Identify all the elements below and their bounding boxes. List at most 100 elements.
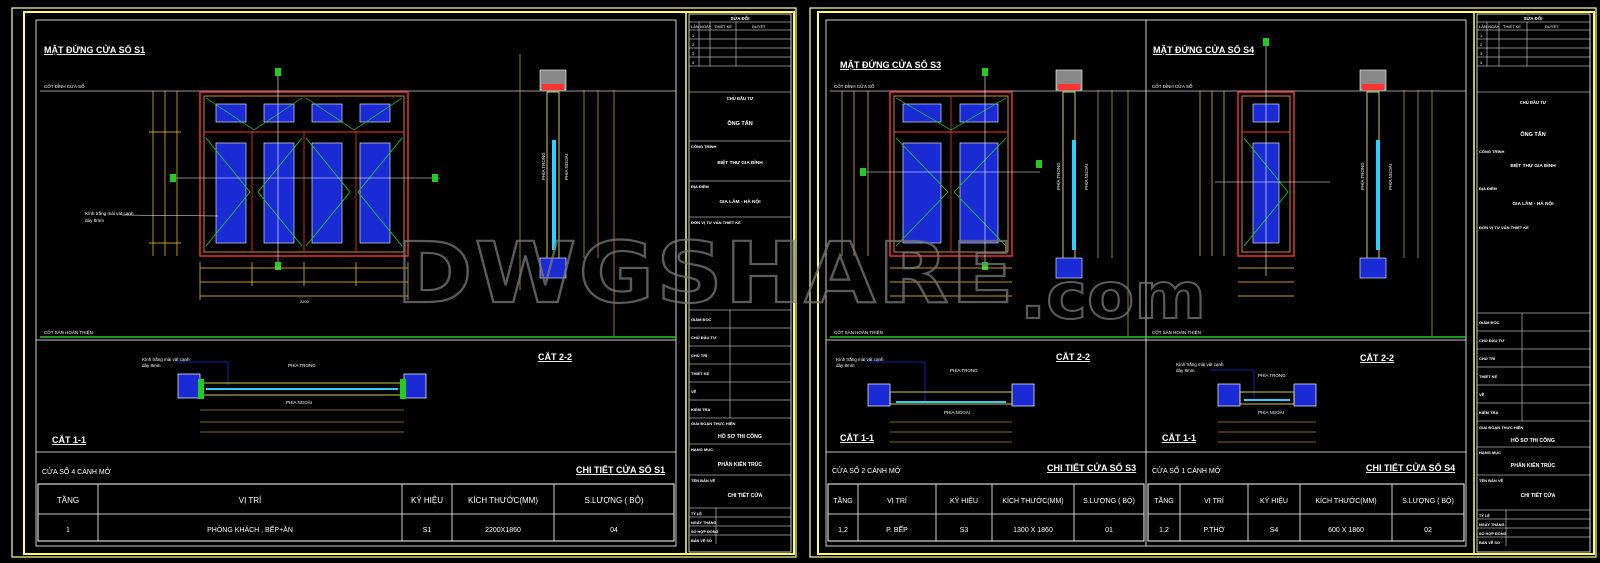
sheet1-hdr-location: VỊ TRÍ xyxy=(239,496,262,505)
sheet1-section22-title: CẮT 2-2 xyxy=(538,352,572,362)
tb1-revision: SỬA ĐỔI xyxy=(730,15,749,21)
tb2-phase: HỒ SƠ THI CÔNG xyxy=(1511,436,1555,444)
sheet1-section11-title: CẮT 1-1 xyxy=(52,435,86,445)
sheet2-s4-sec-inside: PHÍA TRONG xyxy=(1258,372,1286,378)
sheet1-sec-glass-note-2: dày 8mm xyxy=(142,363,161,368)
watermark-suffix: .com xyxy=(1020,260,1206,334)
tb2-rev-row-4: 4 xyxy=(1480,60,1483,65)
tb1-drawing-label: TÊN BẢN VẼ xyxy=(691,478,716,483)
sheet2-s3-row-symbol: S3 xyxy=(960,527,969,534)
sheet1-level-top: CỐT ĐỈNH CỬA SỔ xyxy=(44,83,85,89)
sheet2-s3-hdr-location: VỊ TRÍ xyxy=(887,496,907,505)
tb1-role-1: GIÁM ĐỐC xyxy=(691,317,712,322)
tb1-project-label: CÔNG TRÌNH xyxy=(691,144,716,149)
sheet2-level-floor-b: CỐT SÀN HOÀN THIỆN xyxy=(1152,328,1201,335)
tb1-location: GIA LÂM - HÀ NỘI xyxy=(719,197,761,205)
tb1-category: PHẦN KIẾN TRÚC xyxy=(718,461,763,468)
tb2-owner-label: CHỦ ĐẦU TƯ xyxy=(1520,100,1547,105)
sheet2-s3-row-floor: 1,2 xyxy=(838,527,848,534)
tb2-project-label: CÔNG TRÌNH xyxy=(1479,149,1504,154)
watermark: DWGSHARE .com xyxy=(395,223,1207,335)
tb2-meta-3: SỐ HỢP ĐỒNG xyxy=(1479,531,1506,536)
sheet2-s4-section22-title: CẮT 2-2 xyxy=(1360,353,1394,363)
tb1-category-label: HẠNG MỤC xyxy=(691,447,713,452)
sheet1-elev-title: MẶT ĐỨNG CỬA SỔ S1 xyxy=(44,44,145,55)
tb2-rev-row-2: 2 xyxy=(1480,42,1483,47)
sheet2-level-top-a: CỐT ĐỈNH CỬA SỔ xyxy=(834,83,875,89)
tb1-phase-label: GIAI ĐOẠN THỰC HIỆN xyxy=(691,421,736,426)
sheet1-left-dimensions xyxy=(149,91,181,256)
tb1-designer-label: ĐƠN VỊ TƯ VẤN THIẾT KẾ xyxy=(691,220,741,225)
sheet2-s3-row-size: 1300 X 1860 xyxy=(1013,527,1053,534)
sheet2-s3-section22-title: CẮT 2-2 xyxy=(1056,352,1090,362)
sheet1-hdr-symbol: KÝ HIỆU xyxy=(411,496,443,505)
window-s4-elevation xyxy=(1199,38,1330,297)
tb1-drawing: CHI TIẾT CỬA xyxy=(728,492,763,499)
tb2-role-2: CHỦ ĐẦU TƯ xyxy=(1479,338,1505,343)
sheet1-hdr-size: KÍCH THƯỚC(MM) xyxy=(468,496,538,505)
tb1-phase: HỒ SƠ THI CÔNG xyxy=(718,432,762,440)
sheet2-s3-inside: PHÍA TRONG xyxy=(1055,162,1061,190)
sheet1-section-inside: PHÍA TRONG xyxy=(540,152,546,180)
sheet2-s4-detail-title: CHI TIẾT CỬA SỔ S4 xyxy=(1366,462,1455,473)
sheet1-section-1-1: Kính trắng mài vát cạnh dày 8mm PHÍA TRO… xyxy=(142,356,427,433)
sheet1-left-note: CỬA SỔ 4 CÁNH MỞ xyxy=(42,467,111,476)
sheet2-s3-row-qty: 01 xyxy=(1105,527,1113,534)
tb1-owner: ÔNG TẤN xyxy=(727,119,752,127)
tb2-location-label: ĐỊA ĐIỂM xyxy=(1479,186,1498,191)
tb2-category-label: HẠNG MỤC xyxy=(1479,450,1501,455)
sheet1-row-symbol: S1 xyxy=(423,527,432,534)
tb2-rev-col-1: LẦN xyxy=(1479,24,1487,29)
sheet2-s4-hdr-floor: TẦNG xyxy=(1154,495,1173,505)
sheet1-row-qty: 04 xyxy=(610,527,618,534)
sheet1-level-floor: CỐT SÀN HOÀN THIỆN xyxy=(44,328,93,335)
sheet2-s4-schedule: CỬA SỔ 1 CÁNH MỞ CHI TIẾT CỬA SỔ S4 TẦNG… xyxy=(1147,462,1465,542)
tb1-role-6: KIỂM TRA xyxy=(691,407,710,412)
sheet1-schedule: CỬA SỔ 4 CÁNH MỞ CHI TIẾT CỬA SỔ S1 TẦNG… xyxy=(37,464,675,542)
tb1-rev-row-2: 2 xyxy=(692,42,695,47)
tb2-drawing-label: TÊN BẢN VẼ xyxy=(1479,478,1504,483)
sheet2-s3-glass-note-1: Kính trắng mài vát cạnh xyxy=(836,356,884,362)
sheet2-elev-title-s3: MẶT ĐỨNG CỬA SỔ S3 xyxy=(840,59,941,70)
tb1-rev-col-3: THIẾT KẾ xyxy=(714,24,732,29)
sheet1-total-width: 2200 xyxy=(300,299,310,304)
sheet2-s3-schedule: CỬA SỔ 2 CÁNH MỞ CHI TIẾT CỬA SỔ S3 TẦNG… xyxy=(827,462,1145,542)
tb2-designer-label: ĐƠN VỊ TƯ VẤN THIẾT KẾ xyxy=(1479,225,1529,230)
sheet2-s4-row-location: P.THỜ xyxy=(1203,525,1224,534)
sheet2-s3-section-2-2: PHÍA TRONG PHÍA NGOÀI xyxy=(1055,69,1129,336)
sheet2-s3-detail-title: CHI TIẾT CỬA SỔ S3 xyxy=(1047,462,1136,473)
sheet2-s4-hdr-size: KÍCH THƯỚC(MM) xyxy=(1315,496,1376,505)
sheet2-s4-row-symbol: S4 xyxy=(1270,527,1279,534)
window-s1-elevation xyxy=(170,68,440,270)
sheet2-s4-outside: PHÍA NGOÀI xyxy=(1387,164,1393,190)
tb1-meta-2: NGÀY THÁNG xyxy=(691,520,717,525)
window-s3-elevation xyxy=(841,68,1042,297)
sheet2-s3-row-location: P. BẾP xyxy=(886,524,908,534)
sheet2-s4-row-floor: 1,2 xyxy=(1159,527,1169,534)
tb2-role-3: CHỦ TRÌ xyxy=(1479,356,1495,361)
tb2-role-6: KIỂM TRA xyxy=(1479,410,1498,415)
sheet2-s4-section-1-1: Kính trắng mài vát cạnh dày 8mm PHÍA TRO… xyxy=(1176,361,1317,443)
sheet2-s4-row-qty: 02 xyxy=(1424,527,1432,534)
tb1-rev-row-3: 3 xyxy=(692,51,695,56)
sheet1-sec-inside: PHÍA TRONG xyxy=(288,362,316,368)
tb2-rev-col-4: DUYỆT xyxy=(1545,24,1559,29)
sheet2-s4-section-2-2: PHÍA TRONG PHÍA NGOÀI xyxy=(1359,69,1433,336)
tb2-owner: ÔNG TẤN xyxy=(1520,130,1545,138)
tb2-phase-label: GIAI ĐOẠN THỰC HIỆN xyxy=(1479,425,1524,430)
sheet1-sec-glass-note-1: Kính trắng mài vát cạnh xyxy=(142,356,190,362)
sheet2-s4-hdr-symbol: KÝ HIỆU xyxy=(1260,496,1288,505)
tb2-role-4: THIẾT KẾ xyxy=(1479,374,1498,379)
watermark-main: DWGSHARE xyxy=(396,224,1016,322)
tb2-rev-col-2: NGÀY xyxy=(1488,24,1500,29)
sheet2-s4-inside: PHÍA TRONG xyxy=(1359,162,1365,190)
sheet-1: MẶT ĐỨNG CỬA SỔ S1 CỐT ĐỈNH CỬA SỔ CỐT S… xyxy=(11,7,797,558)
sheet1-glass-note-2: dày 8mm xyxy=(85,218,104,223)
sheet1-row-size: 2200X1860 xyxy=(485,527,521,534)
sheet2-s4-glass-note-2: dày 8mm xyxy=(1176,368,1195,373)
sheet2-s3-glass-note-2: dày 8mm xyxy=(836,363,855,368)
sheet2-s3-section-1-1: Kính trắng mài vát cạnh dày 8mm PHÍA TRO… xyxy=(836,356,1035,443)
tb1-role-5: VẼ xyxy=(691,389,697,394)
tb1-owner-label: CHỦ ĐẦU TƯ xyxy=(727,96,754,101)
